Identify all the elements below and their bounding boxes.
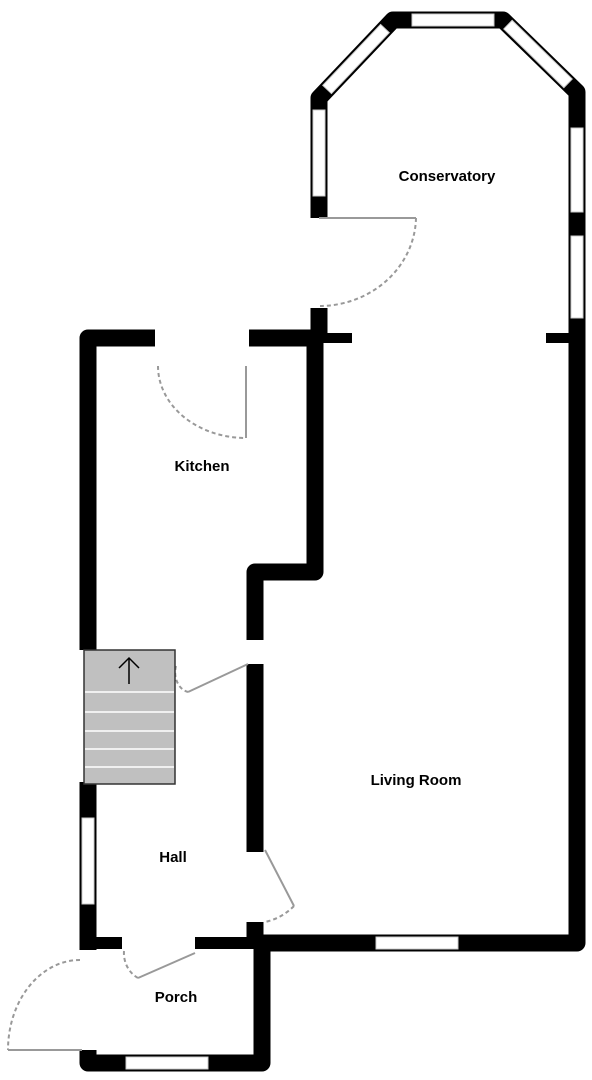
conservatory-window-diagonal-right [503,19,573,89]
label-porch: Porch [155,989,198,1006]
stair-treads [85,691,174,768]
porch-hall-door [122,950,196,979]
front-door [7,959,82,1051]
conservatory-window-diagonal-left [322,23,390,95]
conservatory-window-right-lower [570,235,584,319]
kitchen-living-partition [246,329,324,640]
hall-window [81,817,95,905]
conservatory-window-right-upper [570,127,584,213]
doors [7,217,417,1051]
kitchen-outer-wall [79,329,155,650]
hall-kitchen-door [174,663,249,693]
stairs [83,649,176,785]
living-room-window [375,936,459,950]
label-kitchen: Kitchen [174,458,229,475]
room-labels: Conservatory Kitchen Living Room Hall Po… [155,168,496,1006]
label-conservatory: Conservatory [399,168,496,185]
hall-living-door [264,849,295,923]
walls [79,11,586,1072]
conservatory-window-left [312,109,326,197]
windows [81,13,584,1070]
conservatory-window-top [411,13,495,27]
porch-window [125,1056,209,1070]
label-hall: Hall [159,849,187,866]
living-room-outer-wall [255,330,586,952]
conservatory-door [319,217,417,307]
label-living-room: Living Room [371,772,462,789]
arrow-up-icon [118,656,140,684]
kitchen-door [157,365,247,439]
